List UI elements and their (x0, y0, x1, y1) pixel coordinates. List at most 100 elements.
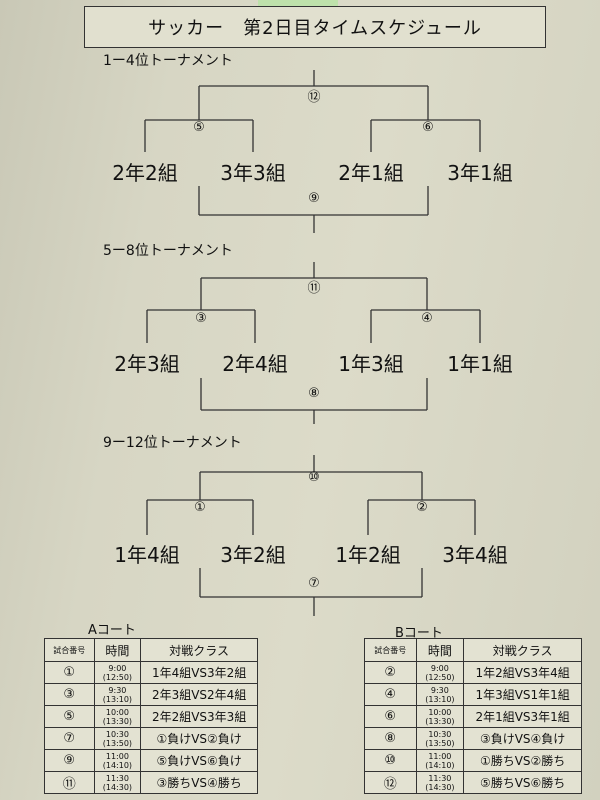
match-no-cell: ⑩ (364, 749, 417, 772)
team-label: 3年4組 (442, 543, 508, 567)
team-label: 3年2組 (220, 543, 286, 567)
team-label: 2年1組 (338, 161, 404, 185)
time-secondary: (13:30) (425, 716, 455, 726)
time-cell: 10:00(13:30) (415, 705, 465, 728)
match-no-cell: ① (44, 661, 95, 684)
match-number-final: ⑩ (308, 470, 320, 485)
time-primary: 10:00 (105, 707, 129, 717)
match-no-cell: ⑦ (44, 727, 95, 750)
table-row: ④ 9:30(13:10) 1年3組VS1年1組 (364, 683, 582, 706)
time-primary: 10:00 (428, 707, 452, 717)
matchup-cell: ⑤勝ちVS⑥勝ち (463, 771, 582, 794)
matchup-cell: 1年2組VS3年4組 (463, 661, 582, 684)
matchup-cell: 1年3組VS1年1組 (463, 683, 582, 706)
col-header-time: 時間 (93, 638, 142, 662)
matchup-cell: ①勝ちVS②勝ち (463, 749, 582, 772)
time-cell: 11:00(14:10) (93, 749, 142, 772)
match-no-cell: ⑨ (44, 749, 95, 772)
team-label: 2年2組 (112, 161, 178, 185)
match-no-cell: ③ (44, 683, 95, 706)
time-primary: 9:30 (108, 685, 127, 695)
table-row: ⑥ 10:00(13:30) 2年1組VS3年1組 (364, 705, 582, 728)
court-b-schedule-table: 試合番号 時間 対戦クラス ② 9:00(12:50) 1年2組VS3年4組 ④… (364, 638, 582, 794)
time-secondary: (14:10) (102, 760, 133, 770)
page-title-text: サッカー 第2日目タイムスケジュール (148, 18, 482, 39)
table-row: ⑧ 10:30(13:50) ③負けVS④負け (364, 727, 582, 750)
col-header-match-no: 試合番号 (44, 638, 95, 662)
time-primary: 9:00 (108, 663, 127, 673)
time-cell: 10:00(13:30) (93, 705, 142, 728)
table-row: ③ 9:30(13:10) 2年3組VS2年4組 (44, 683, 258, 706)
matchup-cell: ⑤負けVS⑥負け (140, 749, 258, 772)
time-secondary: (12:50) (425, 672, 455, 682)
matchup-cell: ③負けVS④負け (463, 727, 582, 750)
team-label: 2年4組 (222, 352, 288, 376)
match-number-third: ⑨ (308, 191, 320, 206)
time-secondary: (13:10) (102, 694, 133, 704)
time-primary: 11:00 (428, 751, 452, 761)
time-secondary: (14:30) (102, 782, 133, 792)
section-title-1-4: 1ー4位トーナメント (103, 53, 233, 69)
court-b-title: Bコート (395, 626, 443, 641)
time-primary: 10:30 (428, 729, 452, 739)
col-header-matchup: 対戦クラス (463, 638, 582, 662)
time-secondary: (13:50) (425, 738, 455, 748)
section-title-5-8: 5ー8位トーナメント (103, 243, 233, 259)
match-no-cell: ⑤ (44, 705, 95, 728)
table-row: ⑨ 11:00(14:10) ⑤負けVS⑥負け (44, 749, 258, 772)
time-primary: 11:30 (428, 773, 452, 783)
time-primary: 10:30 (105, 729, 129, 739)
page-title: サッカー 第2日目タイムスケジュール (84, 6, 546, 48)
team-label: 1年3組 (338, 352, 404, 376)
team-label: 1年2組 (335, 543, 401, 567)
match-number-semi-right: ④ (421, 311, 433, 326)
matchup-cell: 2年1組VS3年1組 (463, 705, 582, 728)
table-row: ① 9:00(12:50) 1年4組VS3年2組 (44, 661, 258, 684)
matchup-cell: 2年2組VS3年3組 (140, 705, 258, 728)
table-row: ② 9:00(12:50) 1年2組VS3年4組 (364, 661, 582, 684)
time-cell: 9:30(13:10) (93, 683, 142, 706)
table-header-row: 試合番号 時間 対戦クラス (44, 638, 258, 662)
court-a-title: Aコート (88, 623, 136, 638)
time-primary: 9:30 (430, 685, 449, 695)
time-cell: 9:00(12:50) (415, 661, 465, 684)
match-number-semi-right: ⑥ (422, 120, 434, 135)
match-number-semi-left: ① (194, 500, 206, 515)
match-no-cell: ⑪ (44, 771, 95, 794)
col-header-match-no: 試合番号 (364, 638, 417, 662)
time-cell: 11:00(14:10) (415, 749, 465, 772)
table-row: ⑪ 11:30(14:30) ③勝ちVS④勝ち (44, 771, 258, 794)
time-cell: 10:30(13:50) (415, 727, 465, 750)
time-secondary: (14:10) (425, 760, 455, 770)
match-no-cell: ⑧ (364, 727, 417, 750)
time-primary: 11:00 (105, 751, 129, 761)
team-label: 1年1組 (447, 352, 513, 376)
time-secondary: (13:50) (102, 738, 133, 748)
matchup-cell: 2年3組VS2年4組 (140, 683, 258, 706)
time-cell: 11:30(14:30) (93, 771, 142, 794)
col-header-matchup: 対戦クラス (140, 638, 258, 662)
col-header-time: 時間 (415, 638, 465, 662)
court-a-schedule-table: 試合番号 時間 対戦クラス ① 9:00(12:50) 1年4組VS3年2組 ③… (44, 638, 258, 794)
match-number-semi-left: ③ (195, 311, 207, 326)
match-no-cell: ② (364, 661, 417, 684)
team-label: 3年3組 (220, 161, 286, 185)
team-label: 3年1組 (447, 161, 513, 185)
time-secondary: (12:50) (102, 672, 133, 682)
table-row: ⑦ 10:30(13:50) ①負けVS②負け (44, 727, 258, 750)
table-row: ⑩ 11:00(14:10) ①勝ちVS②勝ち (364, 749, 582, 772)
match-no-cell: ④ (364, 683, 417, 706)
time-secondary: (13:10) (425, 694, 455, 704)
matchup-cell: ①負けVS②負け (140, 727, 258, 750)
section-title-9-12: 9ー12位トーナメント (103, 435, 242, 451)
match-number-third: ⑦ (308, 576, 320, 591)
matchup-cell: 1年4組VS3年2組 (140, 661, 258, 684)
time-secondary: (13:30) (102, 716, 133, 726)
table-row: ⑫ 11:30(14:30) ⑤勝ちVS⑥勝ち (364, 771, 582, 794)
time-cell: 9:30(13:10) (415, 683, 465, 706)
table-row: ⑤ 10:00(13:30) 2年2組VS3年3組 (44, 705, 258, 728)
time-secondary: (14:30) (425, 782, 455, 792)
time-primary: 9:00 (430, 663, 449, 673)
match-number-final: ⑪ (307, 281, 321, 296)
team-label: 1年4組 (114, 543, 180, 567)
